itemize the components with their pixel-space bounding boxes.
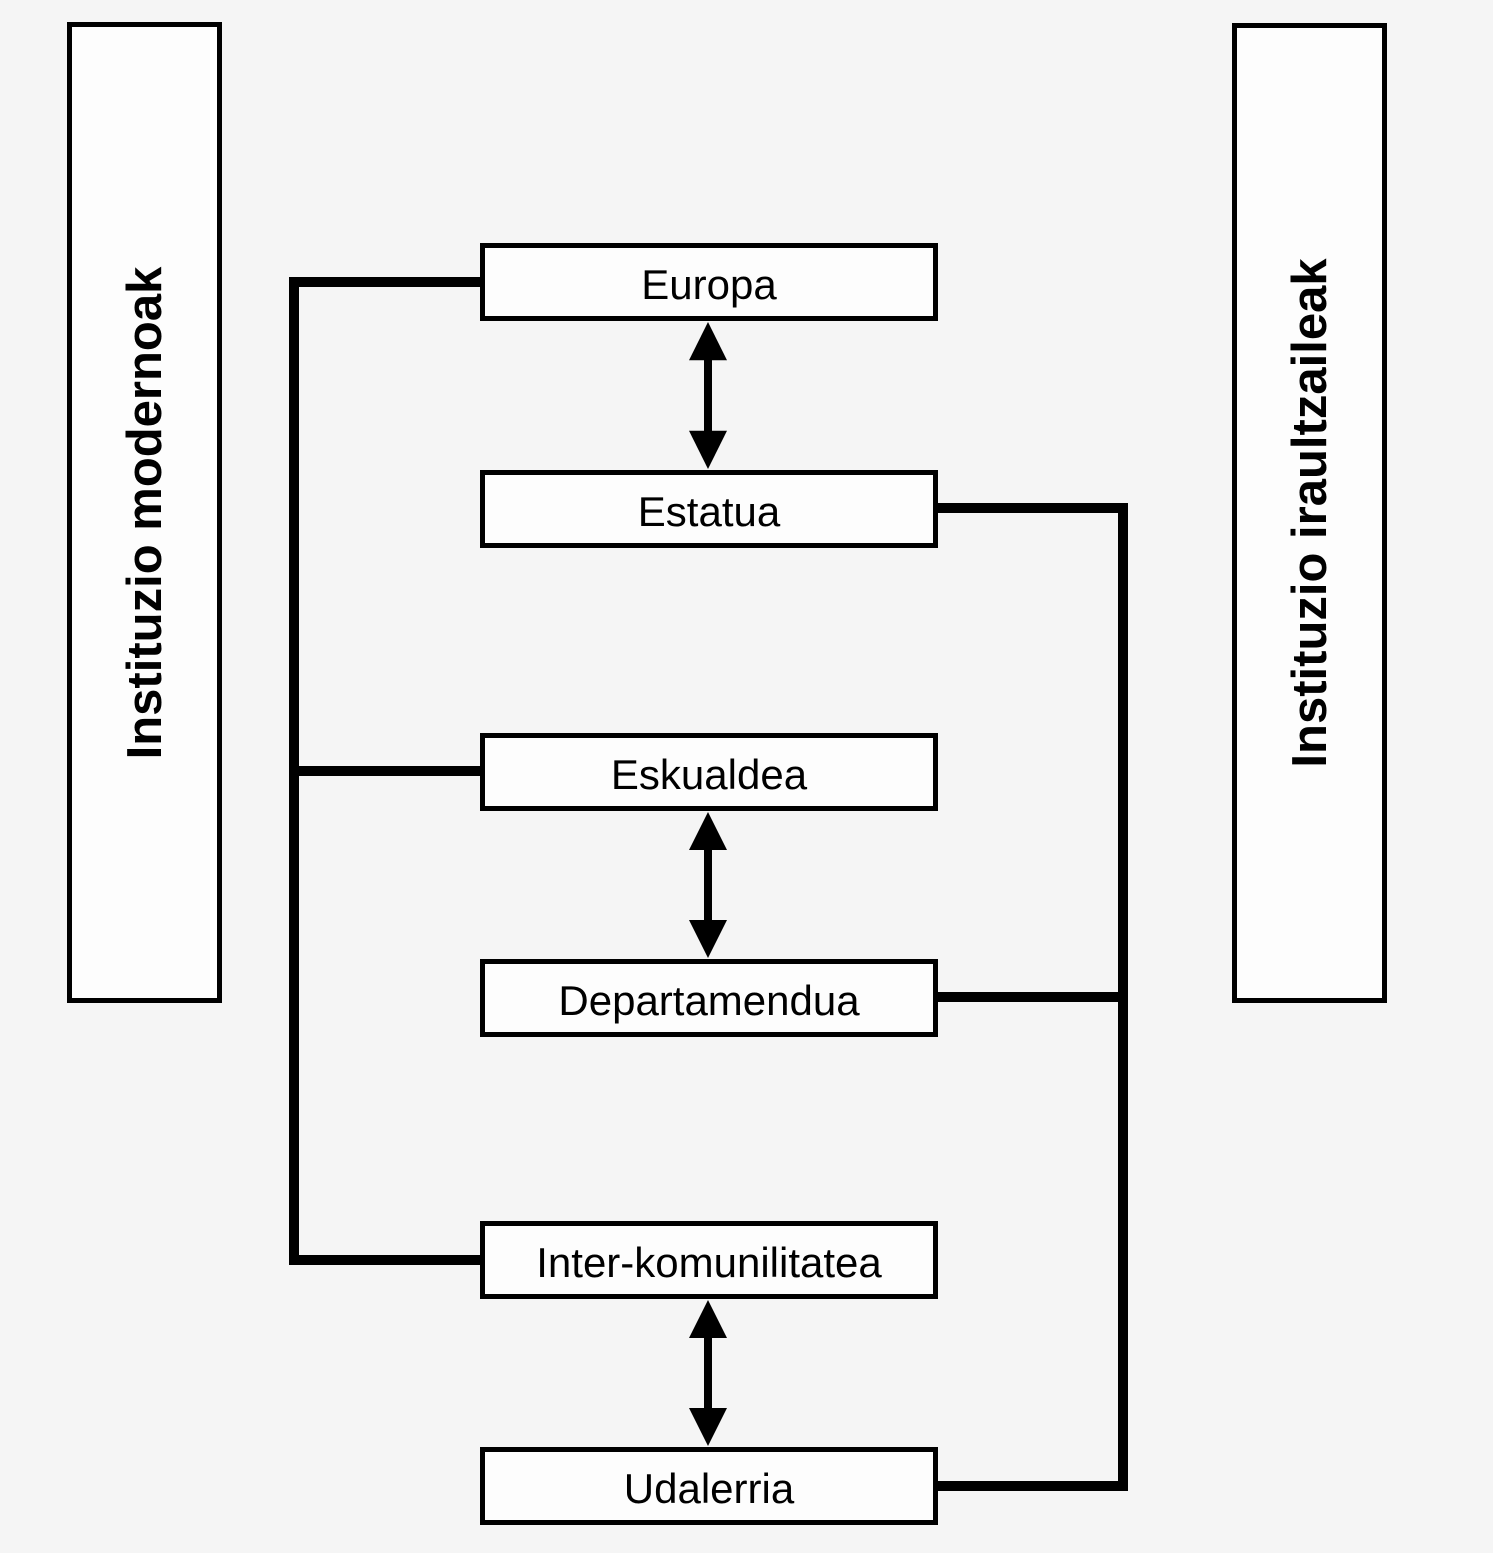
arrowhead-down-icon [689,920,727,958]
node-label-inter-komunilitatea: Inter-komunilitatea [536,1238,882,1286]
node-europa: Europa [480,243,938,321]
arrowhead-up-icon [689,322,727,361]
node-eskualdea: Eskualdea [480,733,938,811]
double-arrow-europa-estatua [689,322,727,469]
node-udalerria: Udalerria [480,1447,938,1525]
node-departamendua: Departamendua [480,959,938,1037]
group-label-left: Instituzio modernoak [117,266,172,759]
left-bracket-arm-eskualdea [289,766,482,776]
group-box-instituzio-modernoak: Instituzio modernoak [67,22,222,1003]
arrow-shaft [704,844,712,926]
node-label-eskualdea: Eskualdea [610,750,808,798]
left-bracket-arm-inter-komunilitatea [289,1255,482,1265]
arrowhead-up-icon [689,812,727,850]
node-label-departamendua: Departamendua [558,976,860,1024]
node-label-europa: Europa [641,260,777,308]
node-label-estatua: Estatua [637,487,781,535]
group-label-right: Instituzio iraultzaileak [1282,258,1337,768]
arrowhead-down-icon [689,430,727,469]
right-bracket-arm-estatua [936,503,1128,513]
group-box-instituzio-iraultzaileak: Instituzio iraultzaileak [1232,23,1387,1003]
arrow-shaft [704,354,712,437]
right-bracket-arm-udalerria [936,1481,1128,1491]
double-arrow-inter-komunilitatea-udalerria [689,1300,727,1446]
arrowhead-down-icon [689,1408,727,1446]
node-label-udalerria: Udalerria [623,1464,795,1512]
left-bracket-arm-europa [289,277,482,287]
node-inter-komunilitatea: Inter-komunilitatea [480,1221,938,1299]
arrowhead-up-icon [689,1300,727,1338]
node-estatua: Estatua [480,470,938,548]
right-bracket-arm-departamendua [936,992,1128,1002]
arrow-shaft [704,1332,712,1414]
double-arrow-eskualdea-departamendua [689,812,727,958]
